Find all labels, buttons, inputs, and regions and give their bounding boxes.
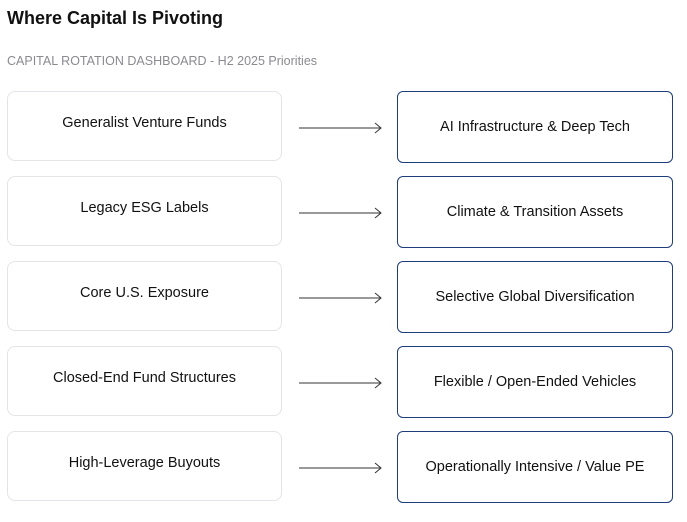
target-box: Flexible / Open-Ended Vehicles bbox=[397, 346, 673, 418]
right-arrow-icon bbox=[299, 292, 382, 304]
rotation-row: Legacy ESG Labels Climate & Transition A… bbox=[7, 176, 674, 249]
source-box: Core U.S. Exposure bbox=[7, 261, 282, 331]
source-box: Legacy ESG Labels bbox=[7, 176, 282, 246]
rotation-row: Generalist Venture Funds AI Infrastructu… bbox=[7, 91, 674, 164]
source-box: High-Leverage Buyouts bbox=[7, 431, 282, 501]
right-arrow-icon bbox=[299, 377, 382, 389]
right-arrow-icon bbox=[299, 122, 382, 134]
rotation-row: Core U.S. Exposure Selective Global Dive… bbox=[7, 261, 674, 334]
source-box: Generalist Venture Funds bbox=[7, 91, 282, 161]
source-box: Closed-End Fund Structures bbox=[7, 346, 282, 416]
target-box: AI Infrastructure & Deep Tech bbox=[397, 91, 673, 163]
target-box: Operationally Intensive / Value PE bbox=[397, 431, 673, 503]
right-arrow-icon bbox=[299, 207, 382, 219]
rotation-row: High-Leverage Buyouts Operationally Inte… bbox=[7, 431, 674, 504]
page-subtitle: CAPITAL ROTATION DASHBOARD - H2 2025 Pri… bbox=[7, 54, 318, 68]
page-title: Where Capital Is Pivoting bbox=[7, 8, 224, 28]
target-box: Selective Global Diversification bbox=[397, 261, 673, 333]
target-box: Climate & Transition Assets bbox=[397, 176, 673, 248]
right-arrow-icon bbox=[299, 462, 382, 474]
rotation-row: Closed-End Fund Structures Flexible / Op… bbox=[7, 346, 674, 419]
